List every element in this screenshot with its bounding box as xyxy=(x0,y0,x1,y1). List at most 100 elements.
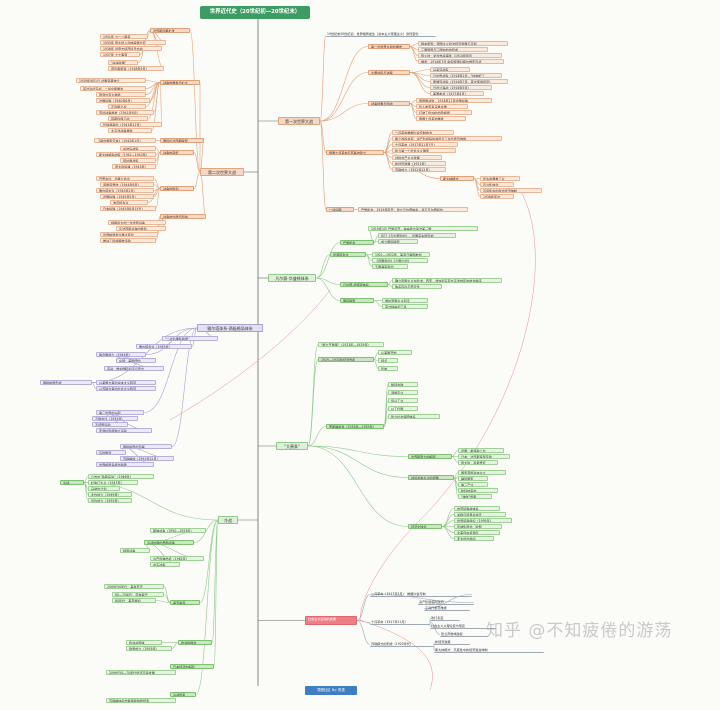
node-yal-d[interactable]: 两极格局形成 xyxy=(40,380,92,385)
node-dep-d3[interactable]: 意大利：墨索里尼 xyxy=(458,460,498,465)
node-soc-c[interactable]: 苏联模式的形成（1920年代） xyxy=(370,642,434,647)
node-ver-d2[interactable]: 英法操纵的工具 xyxy=(382,304,428,309)
node-ww1-b4[interactable]: 爆发：1914年7月 奥匈帝国对塞尔维亚宣战 xyxy=(418,59,504,64)
node-ww1-e6[interactable]: 新经济政策（1921年） xyxy=(392,161,446,166)
node-ww2-e6[interactable]: 日本投降（1945年8月15日） xyxy=(100,206,156,211)
node-ww1-f3[interactable]: 高度集中的政治经济体制 xyxy=(480,188,542,193)
node-yal-e[interactable]: 第三世界的兴起 xyxy=(96,410,144,415)
node-dep-f6[interactable]: 亚太经合组织 xyxy=(454,536,494,541)
node-ww2-d4[interactable]: 意大利投降（1943年） xyxy=(112,164,156,169)
node-ww2-b2[interactable]: 英法对德宣战，二战全面爆发 xyxy=(80,86,146,91)
node-ww1-e4[interactable]: 建立第一个社会主义国家 xyxy=(392,148,456,153)
node-dep-c2[interactable]: 调整农业 xyxy=(388,390,418,395)
node-dep-f3[interactable]: 世界贸易组织（1995年） xyxy=(454,518,512,523)
node-ver-d1[interactable]: 维护帝国主义和平 xyxy=(382,298,428,303)
node-yal-a[interactable]: "二战后国际格局" xyxy=(162,336,218,341)
node-ww2-a5[interactable]: "绥靖政策" xyxy=(108,60,138,65)
node-soc-c2[interactable]: 斯大林模式：高度集中的经济政治体制 xyxy=(434,648,544,653)
node-ww2-b8[interactable]: 珍珠港事件（1941年12月） xyxy=(100,122,162,127)
node-ver-b3[interactable]: 五国海军条约 xyxy=(372,264,408,269)
node-dep-e5[interactable]: "滞胀"局面 xyxy=(458,494,492,499)
node-ver-a[interactable]: 巴黎和会 xyxy=(340,240,374,245)
node-ww2-a1[interactable]: 1931年 九一八事变 xyxy=(100,34,148,39)
node-ww1-c3[interactable]: 索姆河战役（1916年7月，首次使用坦克） xyxy=(430,79,508,84)
node-ww1-e1[interactable]: 二月革命推翻沙皇专制统治 xyxy=(392,130,454,135)
node-cw-a3[interactable]: 马歇尔计划 xyxy=(88,486,120,491)
node-yal-f2[interactable]: 苏联解体（1991年12月） xyxy=(120,456,174,461)
node-ver-b2[interactable]: 《四国条约》《九国公约》 xyxy=(372,258,428,263)
node-ww1-f4[interactable]: 1936年宪法 xyxy=(480,194,514,199)
node-dep-b2[interactable]: 特点 xyxy=(378,358,398,363)
node-ww2-b3[interactable]: 敦刻尔克大撤退 xyxy=(96,92,146,97)
node-ww1-d2[interactable]: 给人类带来深重灾难 xyxy=(416,104,468,109)
node-yal-d2[interactable]: 以苏联为首的社会主义阵营 xyxy=(96,386,156,391)
node-cw-d2[interactable]: 欧盟成立（1993年） xyxy=(126,646,172,651)
node-dep-c1[interactable]: 整顿金融 xyxy=(388,382,418,387)
node-cw-b1[interactable]: 朝鲜战争（1950—1953年） xyxy=(150,528,206,533)
node-dep-e2[interactable]: 福利国家 xyxy=(458,476,488,481)
node-ww1-e7[interactable]: 苏联成立（1922年12月） xyxy=(392,167,446,172)
node-dep-f5[interactable]: 北美自由贸易区 xyxy=(454,530,500,535)
node-ww2-f2[interactable]: 反法西斯战争的胜利 xyxy=(116,226,166,231)
node-ww1-c2[interactable]: 凡尔登战役（1916年2月，"绞肉机"） xyxy=(430,73,502,78)
node-ww2-c1[interactable]: 《联合国家宣言》（1942年1月） xyxy=(94,138,156,143)
node-yal-c1[interactable]: 总部：美国纽约 xyxy=(116,358,156,363)
node-yal-e1[interactable]: 万隆会议（1955年） xyxy=(92,416,138,421)
node-ww2-b[interactable]: 战争的爆发与扩大 xyxy=(160,80,200,85)
node-ww1-d[interactable]: 战争结果与影响 xyxy=(368,101,410,106)
node-cw-c[interactable]: 美苏争霸 xyxy=(170,600,200,605)
node-ww2-f3[interactable]: 世界格局发生重大变化 xyxy=(100,232,158,237)
node-ww1-f1[interactable]: 优先发展重工业 xyxy=(480,176,520,181)
node-ww1-b2[interactable]: 三国同盟与三国协约的形成 xyxy=(418,47,488,52)
node-cw-a2[interactable]: 杜鲁门主义（1947年） xyxy=(88,480,138,485)
node-ww1-d3[interactable]: 打破了欧洲的均势格局 xyxy=(416,110,472,115)
node-dep-d2[interactable]: 日本：法西斯军部专政 xyxy=(458,454,510,459)
node-ww1-e5[interactable]: 战时共产主义政策 xyxy=(392,155,442,160)
node-ww1-c1[interactable]: 马恩河战役 xyxy=(430,67,470,72)
branch-ww2[interactable]: 第二次世界大战 xyxy=(200,168,244,176)
branch-coldwar[interactable]: 冷战 xyxy=(218,516,238,524)
node-ww1-a[interactable]: 19世纪末20世纪初，世界格局发生（资本主义帝国主义）激烈变化 xyxy=(326,32,436,37)
node-ww2-a2[interactable]: 1935年 意大利入侵埃塞俄比亚 xyxy=(100,40,166,45)
node-ww2-f[interactable]: 战争的性质与影响 xyxy=(160,214,206,219)
node-dep-d[interactable]: 法西斯势力的崛起 xyxy=(408,454,452,459)
node-ww1-f[interactable]: 斯大林模式 xyxy=(440,176,474,181)
node-yal-f1[interactable]: 东欧剧变 xyxy=(96,450,126,455)
node-ww1-e2[interactable]: 两个政权并存：资产阶级临时政府与工兵代表苏维埃 xyxy=(392,136,502,141)
node-ww2-b6[interactable]: 苏德战争爆发（1941年6月） xyxy=(96,110,154,115)
node-dep-b1[interactable]: 从美国开始 xyxy=(378,350,412,355)
node-ww2-b7[interactable]: 莫斯科保卫战 xyxy=(108,116,148,121)
node-cw-d1[interactable]: 欧洲共同体 xyxy=(126,640,162,645)
node-dep-c4[interactable]: 以工代赈 xyxy=(388,406,418,411)
node-ver-b1[interactable]: 1921—1922年，美英日等国参加 xyxy=(372,252,430,257)
node-ww2-e1[interactable]: 开罗会议、德黑兰会议 xyxy=(96,176,154,181)
node-cw-a[interactable]: 冷战 xyxy=(60,480,84,485)
branch-depression[interactable]: "大萧条" xyxy=(276,442,308,450)
node-dep-f2[interactable]: 关税与贸易总协定 xyxy=(454,512,506,517)
node-ww2-d3[interactable]: 阿拉曼战役 xyxy=(120,158,156,163)
node-soc-b1[interactable]: 攻打冬宫 xyxy=(430,616,460,621)
node-ww1-e[interactable]: 俄国十月革命与苏联的建立 xyxy=(326,150,384,155)
node-ww1-b[interactable]: 第一次世界大战的爆发 xyxy=(368,44,410,49)
node-ww2-a6[interactable]: 慕尼黑阴谋（1938年9月） xyxy=(108,66,164,71)
node-soc-b[interactable]: 十月革命（1917年11月） xyxy=(370,620,430,625)
node-ww1-f2[interactable]: 农业集体化 xyxy=(480,182,514,187)
node-ww1-c4[interactable]: 日德兰海战（1916年5月） xyxy=(430,85,492,90)
node-cw-e1[interactable]: 20世纪50—70年代经济高速发展 xyxy=(106,670,176,675)
node-ver-c1[interactable]: 确立帝国主义在欧洲、西亚、非洲和东亚太平洋地区的统治秩序 xyxy=(392,278,502,283)
node-soc-b3[interactable]: 建立苏维埃政权 xyxy=(440,632,488,637)
node-ww2-a[interactable]: 法西斯侵略扩张 xyxy=(150,28,190,33)
footer-author[interactable]: 导图社区 By: 陈墨 xyxy=(305,686,357,695)
node-cw-a1[interactable]: 丘吉尔"铁幕演说"（1946年） xyxy=(88,474,154,479)
node-yal-f3[interactable]: 世界格局多极化趋势 xyxy=(96,462,154,467)
node-soc-a2[interactable]: 工兵代表苏维埃 xyxy=(424,606,470,611)
node-ww1-d4[interactable]: 俄国十月革命爆发 xyxy=(416,116,466,121)
node-dep-f[interactable]: 经济全球化 xyxy=(408,524,442,529)
branch-ww1[interactable]: 第一次世界大战 xyxy=(278,117,320,125)
node-ww2-e[interactable]: 战争的胜利 xyxy=(160,186,194,191)
node-yal-d1[interactable]: 以美国为首的资本主义阵营 xyxy=(96,380,156,385)
node-ww2-b5[interactable]: 不列颠之战 xyxy=(108,104,146,109)
node-ww2-e4[interactable]: 德国投降（1945年5月） xyxy=(100,194,154,199)
node-dep-a[interactable]: "柯立芝繁荣"（1923年—1929年） xyxy=(318,342,384,347)
node-dep-c3[interactable]: 复兴工业 xyxy=(388,398,418,403)
